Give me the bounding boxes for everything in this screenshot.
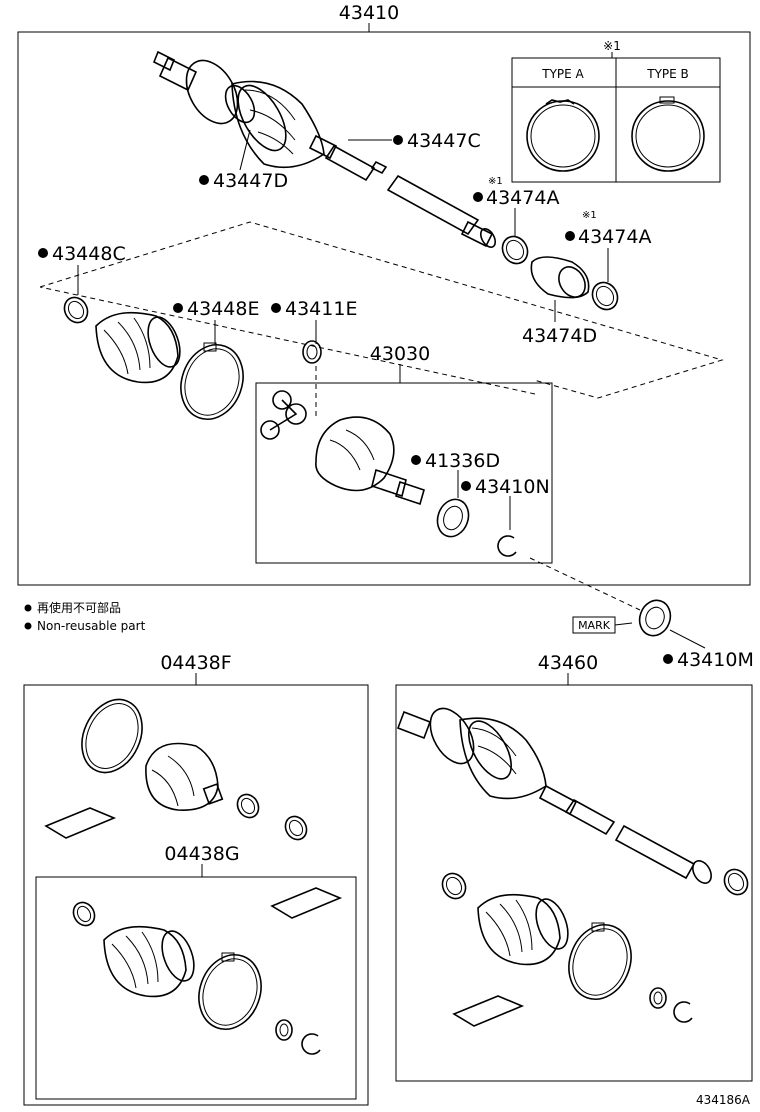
boot-clamp-43447D: 43447D	[199, 129, 288, 192]
assembly-43030-group: 43030	[255, 343, 553, 564]
type-a-label: TYPE A	[541, 67, 584, 81]
oil-seal-41336D: 41336D	[411, 450, 500, 538]
label-43474D[interactable]: 43474D	[522, 325, 597, 347]
boot-clamp-43447C: 43447C	[348, 130, 481, 152]
label-43447D[interactable]: 43447D	[213, 170, 288, 192]
label-43030[interactable]: 43030	[370, 343, 430, 365]
label-41336D[interactable]: 41336D	[425, 450, 500, 472]
assembly-43460-frame	[395, 684, 753, 1082]
kit-04438G-frame	[35, 876, 357, 1100]
kit-04438F-frame	[23, 684, 369, 1106]
drive-shaft-outer	[152, 50, 497, 248]
snap-ring-43410N: 43410N	[461, 476, 641, 611]
label-43447C[interactable]: 43447C	[407, 130, 481, 152]
clamp-type-b-icon	[631, 100, 705, 172]
kit-04438G-group: 04438G	[35, 843, 357, 1100]
type-box: ※1 TYPE A TYPE B	[511, 39, 721, 183]
label-43474A-a[interactable]: 43474A	[486, 187, 559, 209]
snap-ring-icon	[497, 535, 517, 557]
snap-ring-43411E: 43411E	[271, 298, 357, 420]
label-43448E[interactable]: 43448E	[187, 298, 259, 320]
footer-code: 434186A	[696, 1093, 751, 1107]
label-43448C[interactable]: 43448C	[52, 243, 126, 265]
clamp-type-a-icon	[526, 100, 600, 172]
grease-pack-icon	[44, 807, 117, 839]
label-43411E[interactable]: 43411E	[285, 298, 357, 320]
label-04438F[interactable]: 04438F	[160, 652, 231, 674]
assembly-43460-group: 43460	[395, 652, 753, 1082]
damper-clamp-43474A-b: ※1 43474A	[565, 210, 651, 311]
label-43410N[interactable]: 43410N	[475, 476, 550, 498]
boot-clamp-43448C: 43448C	[38, 243, 126, 324]
label-04438G[interactable]: 04438G	[164, 843, 239, 865]
legend-en: Non-reusable part	[37, 619, 146, 633]
label-43410[interactable]: 43410	[339, 2, 399, 24]
kit-04438F-group: 04438F	[23, 652, 369, 1106]
assembly-43410-frame	[17, 31, 751, 586]
type-box-note: ※1	[603, 39, 621, 53]
note-mark-b: ※1	[582, 210, 597, 221]
label-43460[interactable]: 43460	[538, 652, 598, 674]
legend-jp: 再使用不可部品	[37, 600, 121, 615]
boot-clamp-43448E: 43448E	[173, 298, 259, 420]
damper-clamp-43474A-a: ※1 43474A	[473, 176, 559, 265]
label-43410M[interactable]: 43410M	[677, 649, 754, 671]
damper-43474D: 43474D	[522, 256, 597, 347]
note-mark-a: ※1	[488, 176, 503, 187]
assembly-43410-group: 43410 ※1 TYPE A TYPE B	[17, 2, 751, 611]
bearing-43410M: MARK 43410M	[572, 599, 754, 671]
inboard-region-outline	[39, 221, 724, 399]
inboard-boot	[95, 311, 181, 384]
label-43474A-b[interactable]: 43474A	[578, 226, 651, 248]
legend: 再使用不可部品 Non-reusable part	[24, 600, 146, 633]
type-b-label: TYPE B	[646, 67, 689, 81]
mark-label: MARK	[578, 619, 611, 632]
